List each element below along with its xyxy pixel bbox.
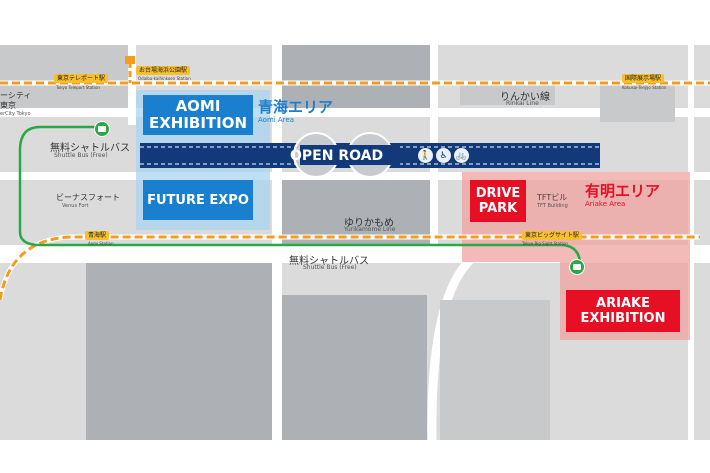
wheelchair-icon: ♿ [436, 148, 451, 163]
station-odaiba-kaihinkoen-en: Odaiba-kaihinkoen Station [138, 76, 191, 81]
label-city-tokyo-en: erCity Tokyo [0, 111, 31, 117]
road-avenue-west [272, 45, 282, 440]
building [600, 82, 675, 122]
open-road-label: OPEN ROAD [290, 148, 384, 164]
station-tokyo-teleport-en: Tokyo Teleport Station [56, 85, 100, 90]
aomi-exhibition-block[interactable]: AOMI EXHIBITION [143, 95, 253, 135]
label-shuttle-bus-bottom-en: Shuttle Bus (Free) [303, 264, 357, 271]
bus-icon [569, 259, 585, 275]
station-kokusai-tenjijo: 国際展示場駅 [622, 74, 665, 83]
aomi-exhibition-line2: EXHIBITION [148, 114, 248, 132]
building [440, 300, 550, 440]
drive-park-line1: DRIVE [475, 186, 521, 201]
station-tokyo-big-sight: 東京ビッグサイト駅 [522, 231, 583, 240]
label-shuttle-bus-top-jp: 無料シャトルバス [50, 143, 130, 154]
drive-park-block[interactable]: DRIVE PARK [470, 180, 526, 222]
bus-icon [94, 121, 110, 137]
label-venus-fort-jp: ビーナスフォート [56, 193, 120, 202]
road-north [0, 108, 710, 117]
label-city-tokyo-jp2: 東京 [0, 101, 16, 110]
aomi-area-title: 青海エリア [258, 98, 334, 116]
future-expo-label: FUTURE EXPO [147, 192, 249, 208]
aomi-exhibition-line1: AOMI [175, 97, 221, 115]
station-aomi-en: Aomi Station [88, 241, 114, 246]
station-odaiba-kaihinkoen: お台場海浜公園駅 [136, 66, 191, 75]
future-expo-block[interactable]: FUTURE EXPO [143, 180, 253, 220]
station-kokusai-tenjijo-en: Kokusai-Tenjijo Station [622, 85, 667, 90]
label-rinkai-line-jp: りんかい線 [500, 92, 550, 103]
station-aomi: 青海駅 [85, 231, 110, 240]
open-road-label-bg [300, 145, 400, 165]
label-yurikamome-en: Yurikamome Line [344, 226, 396, 233]
station-marker [125, 56, 135, 64]
building [282, 180, 430, 245]
label-yurikamome-jp: ゆりかもめ [344, 218, 394, 229]
building [86, 263, 272, 440]
shuttle-bus-route [18, 125, 582, 266]
label-venus-fort-en: Venus Fort [62, 203, 89, 209]
label-shuttle-bus-top-en: Shuttle Bus (Free) [54, 152, 108, 159]
station-tokyo-big-sight-en: Tokyo Big Sight Station [522, 241, 568, 246]
ariake-exhibition-block[interactable]: ARIAKE EXHIBITION [566, 290, 680, 332]
bicycle-icon: 🚲 [454, 148, 469, 163]
label-tft-building-jp: TFTビル [537, 193, 568, 202]
road-east [688, 45, 694, 440]
label-rinkai-line-en: Rinkai Line [506, 100, 539, 107]
building [282, 295, 427, 440]
walking-person-icon: 🚶 [418, 148, 433, 163]
ariake-exhibition-line1: ARIAKE [596, 296, 650, 311]
drive-park-line2: PARK [478, 201, 518, 216]
label-city-tokyo-jp: ーシティ [0, 91, 32, 100]
ariake-area-title: 有明エリア [585, 182, 661, 200]
label-tft-building-en: TFT Building [537, 203, 568, 209]
aomi-area-subtitle: Aomi Area [258, 116, 295, 124]
label-shuttle-bus-bottom-jp: 無料シャトルバス [289, 256, 369, 267]
station-tokyo-teleport: 東京テレポート駅 [54, 74, 109, 83]
ariake-area-subtitle: Ariake Area [585, 200, 626, 208]
yurikamome-line [0, 235, 700, 301]
ariake-exhibition-line2: EXHIBITION [580, 311, 666, 326]
road-middle [0, 172, 710, 180]
building [282, 45, 430, 108]
